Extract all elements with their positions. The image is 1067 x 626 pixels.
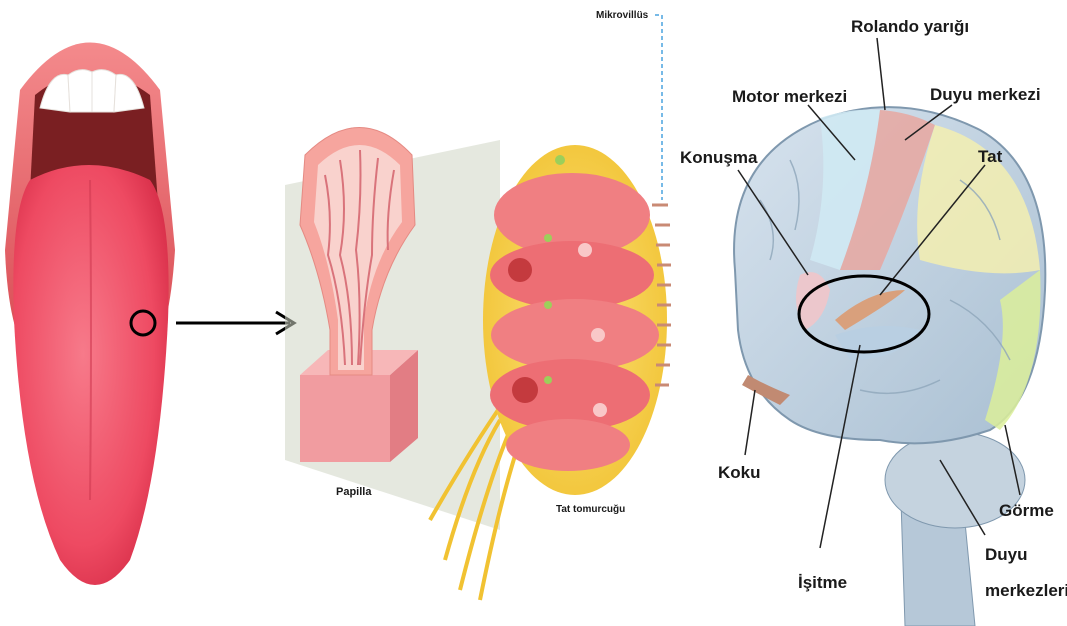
label-isitme: İşitme	[798, 573, 847, 592]
label-tat: Tat	[978, 147, 1003, 166]
tongue-illustration	[5, 43, 175, 586]
label-gorme: Görme	[999, 501, 1054, 520]
papilla-base-front	[300, 375, 390, 462]
arrow-tongue-to-papilla	[176, 312, 294, 334]
papilla-label: Papilla	[336, 486, 372, 498]
label-koku: Koku	[718, 463, 761, 482]
microvilli-leader	[655, 15, 662, 200]
papilla-illustration: Papilla	[285, 128, 500, 531]
taste-bud-label: Tat tomurcuğu	[556, 504, 625, 515]
label-duyu-merkezleri-2: merkezleri	[985, 581, 1067, 600]
label-motor: Motor merkezi	[732, 87, 847, 106]
label-konusma: Konuşma	[680, 148, 758, 167]
label-rolando: Rolando yarığı	[851, 17, 969, 36]
microvilli-label: Mikrovillüs	[596, 10, 649, 21]
label-duyu-merkezleri-1: Duyu	[985, 545, 1028, 564]
tongue-midline	[90, 180, 91, 500]
label-duyu: Duyu merkezi	[930, 85, 1041, 104]
brain-illustration: Rolando yarığı Motor merkezi Duyu merkez…	[676, 0, 1067, 626]
